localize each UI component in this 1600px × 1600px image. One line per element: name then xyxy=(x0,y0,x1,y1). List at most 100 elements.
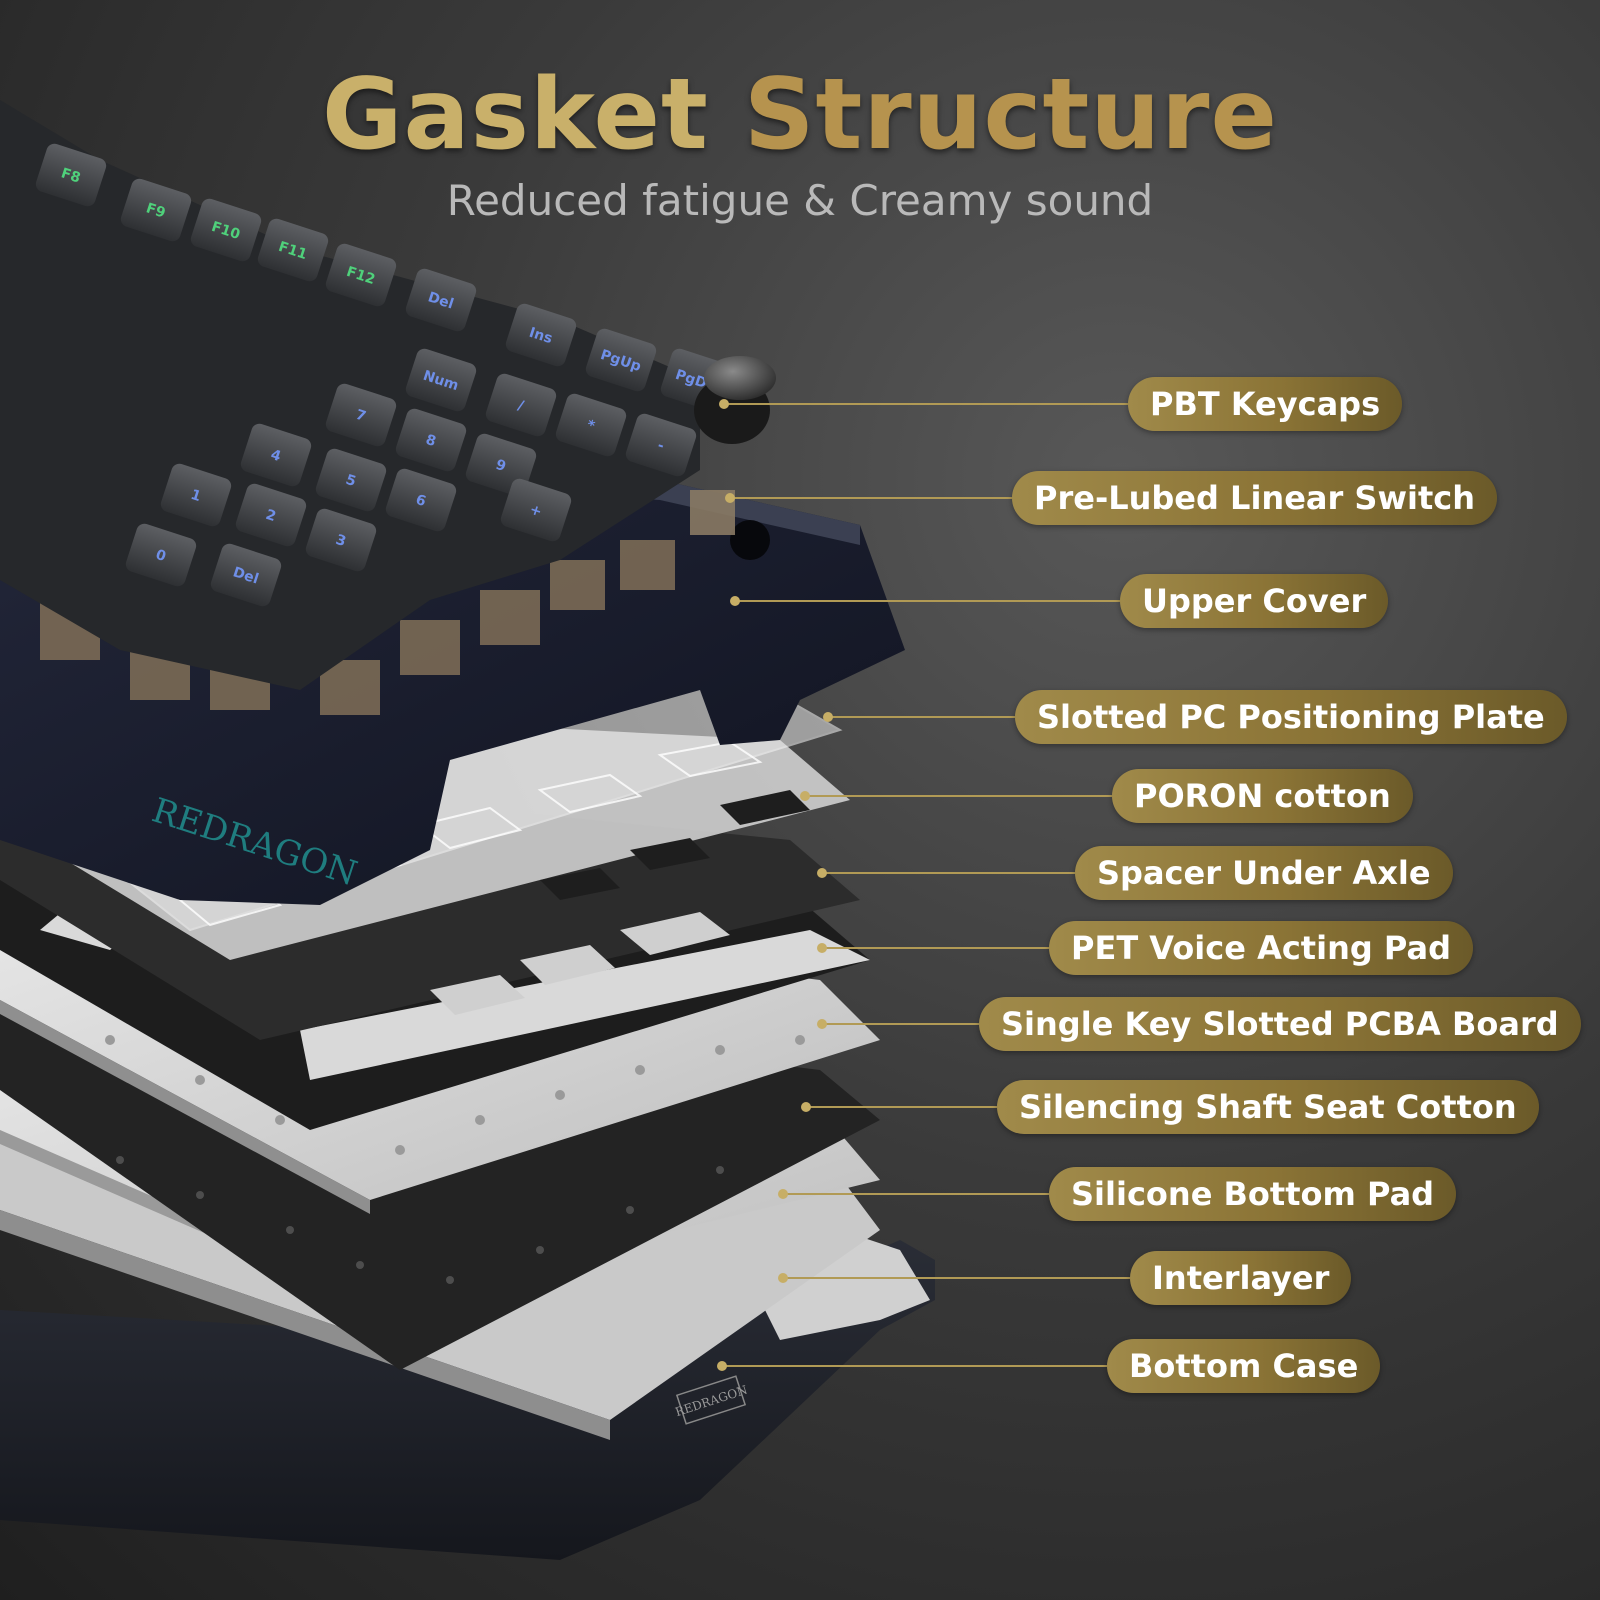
keycap-body xyxy=(257,218,329,282)
page-subtitle: Reduced fatigue & Creamy sound xyxy=(446,176,1154,225)
pre-lubed-linear-switch-marker-dot xyxy=(725,493,735,503)
keycap-legend: Ins xyxy=(527,325,554,347)
silicone-bottom-pad-marker-dot xyxy=(778,1189,788,1199)
keycap-body xyxy=(315,448,387,512)
keycap-legend: 5 xyxy=(344,472,358,490)
keycap-body xyxy=(120,178,192,242)
keycap-body xyxy=(555,393,627,457)
spacer-under-axle-marker-dot xyxy=(817,868,827,878)
keycap-body xyxy=(505,303,577,367)
keycap-body xyxy=(325,383,397,447)
keycap-legend: F8 xyxy=(59,165,82,186)
pcba-board-edge xyxy=(0,1000,370,1214)
keycap-body xyxy=(305,508,377,572)
bottom-case-shape xyxy=(0,1240,935,1560)
keycap: - xyxy=(625,413,697,477)
keycap: / xyxy=(485,373,557,437)
keycap-legend: - xyxy=(655,437,666,454)
keycap-legend: 2 xyxy=(264,507,278,525)
silicone-bottom-pad-label: Silicone Bottom Pad xyxy=(1049,1167,1457,1221)
keycap-legend: 1 xyxy=(189,487,203,505)
interlayer-marker-dot xyxy=(778,1273,788,1283)
keycap-body xyxy=(395,408,467,472)
bottom-case-leader-line xyxy=(722,1365,1107,1367)
pbt-keycaps-leader-line xyxy=(724,403,1128,405)
knob-hole xyxy=(730,520,770,560)
keycap: 6 xyxy=(385,468,457,532)
keycap: 1 xyxy=(160,463,232,527)
upper-cover-marker-dot xyxy=(730,596,740,606)
keycap: Del xyxy=(210,543,282,607)
poron-cotton-label: PORON cotton xyxy=(1112,769,1413,823)
title-word-1: Gasket xyxy=(322,58,709,172)
keycap: F12 xyxy=(325,243,397,307)
silencing-shaft-seat-cotton-label: Silencing Shaft Seat Cotton xyxy=(997,1080,1539,1134)
single-key-slotted-pcba-board-marker-dot xyxy=(817,1019,827,1029)
poron-cotton-leader-line xyxy=(805,795,1112,797)
keycap: F9 xyxy=(120,178,192,242)
keycaps-group: F8F9F10F11F12DelInsPgUpPgDnNum/*-789456+… xyxy=(35,143,732,607)
interlayer-label: Interlayer xyxy=(1130,1251,1352,1305)
keycap-body xyxy=(405,268,477,332)
keycap: F8 xyxy=(35,143,107,207)
keycap-body xyxy=(210,543,282,607)
keycap: 8 xyxy=(395,408,467,472)
single-key-slotted-pcba-board-label: Single Key Slotted PCBA Board xyxy=(979,997,1581,1051)
keycap: * xyxy=(555,393,627,457)
bottom-case-tray xyxy=(760,1230,930,1340)
keycap: 4 xyxy=(240,423,312,487)
poron-cotton-slots xyxy=(540,790,810,900)
upper-cover-label: Upper Cover xyxy=(1120,574,1389,628)
spacer-under-axle-label: Spacer Under Axle xyxy=(1075,846,1453,900)
interlayer-leader-line xyxy=(783,1277,1130,1279)
slotted-pc-positioning-plate-label: Slotted PC Positioning Plate xyxy=(1015,690,1567,744)
title-word-2: Structure xyxy=(743,58,1278,172)
keycap-body xyxy=(125,523,197,587)
keycap-legend: 8 xyxy=(424,432,438,450)
keycap-body xyxy=(35,143,107,207)
keycap-legend: F9 xyxy=(144,200,167,221)
pbt-keycaps-marker-dot xyxy=(719,399,729,409)
pet-pad-white-top xyxy=(300,930,870,1080)
pet-voice-acting-pad-leader-line xyxy=(822,947,1049,949)
keycap-legend: / xyxy=(516,398,527,415)
bottom-case-label: Bottom Case xyxy=(1107,1339,1381,1393)
keycap-body xyxy=(625,413,697,477)
poron-cotton-marker-dot xyxy=(800,791,810,801)
spacer-slots xyxy=(430,912,730,1015)
slotted-pc-positioning-plate-leader-line xyxy=(828,716,1015,718)
keycap-legend: 9 xyxy=(494,457,508,475)
pre-lubed-linear-switch-label: Pre-Lubed Linear Switch xyxy=(1012,471,1498,525)
keycap-legend: 3 xyxy=(334,532,348,550)
pre-lubed-linear-switch-leader-line xyxy=(730,497,1012,499)
keycap: Del xyxy=(405,268,477,332)
keycap-legend: + xyxy=(528,502,544,521)
keycap-legend: Del xyxy=(231,564,261,587)
silicone-bottom-pad-leader-line xyxy=(783,1193,1049,1195)
keycap-legend: Del xyxy=(426,289,456,312)
keycap: 7 xyxy=(325,383,397,447)
keycap-body xyxy=(385,468,457,532)
silencing-shaft-seat-cotton-marker-dot xyxy=(801,1102,811,1112)
keycap: F11 xyxy=(257,218,329,282)
keycap-body xyxy=(235,483,307,547)
page-title: Gasket Structure xyxy=(0,58,1600,172)
keycap-body xyxy=(500,478,572,542)
keycap-body xyxy=(405,348,477,412)
single-key-slotted-pcba-board-leader-line xyxy=(822,1023,979,1025)
bottom-case-badge xyxy=(675,1375,747,1425)
keycap: PgUp xyxy=(585,328,657,392)
keycap: Ins xyxy=(505,303,577,367)
pet-voice-acting-pad-label: PET Voice Acting Pad xyxy=(1049,921,1473,975)
silencing-shaft-seat-cotton-leader-line xyxy=(806,1106,997,1108)
slotted-pc-positioning-plate-marker-dot xyxy=(823,712,833,722)
keycap-body xyxy=(485,373,557,437)
bottom-case-marker-dot xyxy=(717,1361,727,1371)
pet-voice-acting-pad-marker-dot xyxy=(817,943,827,953)
keycap: F10 xyxy=(190,198,262,262)
interlayer-edge xyxy=(0,1210,610,1440)
keycap: 2 xyxy=(235,483,307,547)
keycap-legend: 6 xyxy=(414,492,428,510)
silencing-cotton-holes xyxy=(116,1156,724,1284)
